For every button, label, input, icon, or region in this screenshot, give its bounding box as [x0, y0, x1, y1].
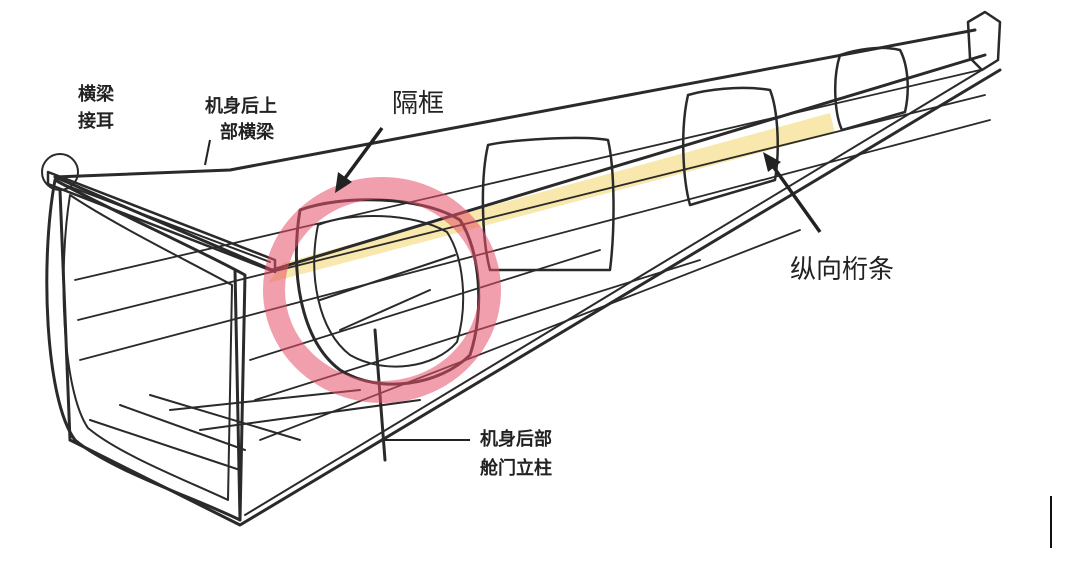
- floor-beam-5: [199, 399, 421, 431]
- bottom-longeron-inner: [244, 61, 996, 516]
- arrow-stringer: [768, 160, 822, 234]
- floor-beam-1: [89, 419, 241, 471]
- label-crossbeam-lug-2: 接耳: [78, 110, 114, 132]
- arrowhead-stringer: [763, 152, 781, 172]
- bulkhead-diagonal: [339, 289, 431, 331]
- frame-3: [481, 136, 615, 272]
- side-stringer-3: [79, 119, 991, 361]
- frame-5: [833, 46, 909, 132]
- frame-4: [682, 86, 779, 207]
- front-frame-inner: [62, 194, 233, 501]
- floor-beam-4: [169, 389, 361, 411]
- frame-highlight-ring: [263, 177, 501, 403]
- crossbeam-lug-circle: [41, 153, 79, 191]
- side-stringer-4: [249, 249, 601, 361]
- bulkhead-strut: [319, 254, 456, 301]
- label-longitudinal-stringer: 纵向桁条: [790, 255, 894, 285]
- floor-beam-2: [119, 404, 246, 451]
- label-upper-crossbeam-1: 机身后上: [205, 95, 277, 117]
- side-stringer-2: [77, 94, 986, 321]
- leader-lines: [204, 126, 822, 441]
- label-door-pillar-1: 机身后部: [480, 428, 552, 450]
- front-frame: [45, 178, 247, 522]
- door-pillar-left: [233, 268, 242, 522]
- label-upper-crossbeam-2: 部横梁: [220, 121, 275, 143]
- label-crossbeam-lug-1: 横梁: [78, 83, 115, 105]
- stringer-highlight-band: [268, 113, 835, 283]
- label-bulkhead-frame: 隔框: [392, 89, 444, 119]
- tail-end: [966, 10, 1002, 72]
- top-longeron-front: [53, 28, 977, 179]
- arrowhead-bulkhead: [335, 172, 352, 193]
- arrow-bulkhead: [338, 126, 384, 187]
- side-stringer-6: [259, 229, 801, 441]
- label-door-pillar-2: 舱门立柱: [480, 457, 552, 479]
- side-stringer-1: [74, 69, 981, 281]
- top-longeron-inner: [59, 182, 271, 263]
- bulkhead-frame-inner: [313, 215, 465, 368]
- fuselage-structure: [41, 10, 1002, 527]
- text-cursor-bar: [1050, 496, 1052, 548]
- floor-beam-3: [149, 394, 301, 441]
- bottom-longeron: [68, 68, 1002, 527]
- leader-upper-crossbeam: [204, 139, 211, 166]
